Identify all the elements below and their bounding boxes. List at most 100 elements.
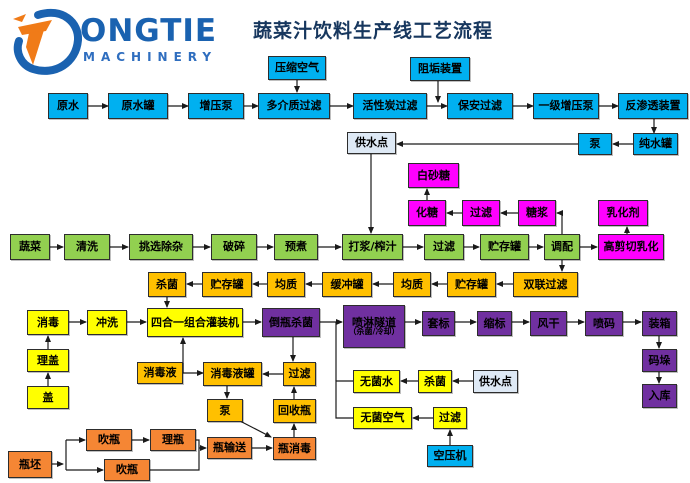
node-blow-molder-b: 吹瓶 xyxy=(104,459,150,481)
node-label: 回收瓶 xyxy=(278,404,311,418)
node-water-supply-point-1: 供水点 xyxy=(347,132,396,154)
node-label: 入库 xyxy=(648,389,671,403)
node-label: 调配 xyxy=(551,240,573,254)
node-precooking: 预煮 xyxy=(274,234,318,260)
node-emulsifier: 乳化剂 xyxy=(598,200,648,226)
node-air-compressor: 空压机 xyxy=(427,445,473,467)
page-title: 蔬菜汁饮料生产线工艺流程 xyxy=(253,20,494,42)
node-water-supply-point-2: 供水点 xyxy=(473,370,518,393)
node-sterilizer: 杀菌 xyxy=(148,272,186,297)
node-sugar-filter: 过滤 xyxy=(462,200,500,226)
node-label: 喷码 xyxy=(593,316,615,330)
node-label: 贮存罐 xyxy=(488,240,521,254)
node-high-shear-emulsifier: 高剪切乳化 xyxy=(598,234,664,260)
node-label: 打浆/榨汁 xyxy=(348,240,397,254)
node-disinfectant-pump: 泵 xyxy=(207,399,243,422)
node-label: 吹瓶 xyxy=(98,433,120,447)
node-washing: 清洗 xyxy=(64,234,110,260)
node-label: 多介质过滤 xyxy=(266,99,322,113)
node-homogenizer-a: 均质 xyxy=(393,272,431,297)
node-juice-filter: 过滤 xyxy=(424,234,464,260)
node-sterile-air: 无菌空气 xyxy=(353,407,412,429)
node-label: 化糖 xyxy=(416,206,438,220)
node-disinfectant: 消毒液 xyxy=(137,362,183,384)
node-syrup: 糖浆 xyxy=(518,200,556,226)
node-label: 套标 xyxy=(427,316,450,330)
node-label: 均质 xyxy=(401,277,423,291)
node-warehouse: 入库 xyxy=(642,384,677,408)
node-label: 理瓶 xyxy=(162,433,184,447)
node-caps: 盖 xyxy=(27,386,69,409)
node-label: 缓冲罐 xyxy=(330,277,364,291)
node-pure-water-pump: 泵 xyxy=(578,133,612,155)
node-air-filter: 过滤 xyxy=(433,407,467,429)
node-label: 消毒液 xyxy=(143,366,177,380)
node-label: 原水罐 xyxy=(121,99,155,113)
node-label: 泵 xyxy=(219,403,231,417)
node-four-in-one-filler: 四合一组合灌装机 xyxy=(147,308,243,337)
node-label: 反渗透装置 xyxy=(625,99,681,113)
node-label: 过滤 xyxy=(439,411,461,425)
node-sleeve-labeler: 套标 xyxy=(422,311,455,336)
flow-connector xyxy=(239,420,272,438)
node-multimedia-filter: 多介质过滤 xyxy=(258,93,330,119)
node-antiscalant-device: 阻垢装置 xyxy=(410,57,470,81)
node-label: 清洗 xyxy=(76,240,98,254)
node-label: 消毒液罐 xyxy=(210,367,255,381)
node-bottle-unscrambler: 理瓶 xyxy=(150,429,196,451)
node-label: 倒瓶杀菌 xyxy=(269,315,313,329)
node-pulping-juicing: 打浆/榨汁 xyxy=(342,234,403,260)
flow-connector xyxy=(335,380,353,419)
node-label: 阻垢装置 xyxy=(418,62,462,76)
node-cap-rinse: 冲洗 xyxy=(87,310,127,335)
node-case-packer: 装箱 xyxy=(642,311,677,336)
node-label: 瓶消毒 xyxy=(278,441,311,455)
node-label: 泵 xyxy=(589,137,601,151)
logo-emblem xyxy=(13,8,82,75)
node-label: 杀菌 xyxy=(156,277,178,291)
node-label: 保安过滤 xyxy=(458,99,502,113)
node-sugar-dissolver: 化糖 xyxy=(408,200,446,226)
node-label: 乳化剂 xyxy=(606,206,640,220)
logo-subtitle: MACHINERY xyxy=(83,50,218,64)
node-label: 供水点 xyxy=(479,374,512,388)
node-sterile-water: 无菌水 xyxy=(353,370,400,393)
node-bottle-recycler: 回收瓶 xyxy=(273,399,316,423)
node-air-dryer: 风干 xyxy=(530,311,567,336)
node-label: 挑选除杂 xyxy=(139,240,183,254)
node-label: 理盖 xyxy=(37,353,59,367)
node-raw-water-tank: 原水罐 xyxy=(108,93,168,119)
node-label: 活性炭过滤 xyxy=(362,99,418,113)
flow-connector xyxy=(556,210,563,234)
node-duplex-filter: 双联过滤 xyxy=(513,272,578,297)
node-label: 高剪切乳化 xyxy=(603,240,659,254)
node-cap-unscrambler: 理盖 xyxy=(27,349,69,372)
node-label: 纯水罐 xyxy=(639,137,672,151)
node-label: 码垛 xyxy=(648,353,671,367)
node-label: 贮存罐 xyxy=(210,277,244,291)
node-label: 白砂糖 xyxy=(417,168,450,182)
node-cap-disinfection: 消毒 xyxy=(27,310,69,335)
node-label: 瓶输送 xyxy=(213,441,246,455)
node-label: 蔬菜 xyxy=(19,240,41,254)
node-bottle-conveyor: 瓶输送 xyxy=(207,437,252,459)
node-label: 杀菌 xyxy=(424,374,446,388)
node-label: 增压泵 xyxy=(199,99,233,113)
node-label: 装箱 xyxy=(648,316,671,330)
node-crushing: 破碎 xyxy=(211,234,257,260)
node-inkjet-coder: 喷码 xyxy=(585,311,623,336)
node-juice-storage-tank: 贮存罐 xyxy=(480,234,529,260)
node-label: 均质 xyxy=(275,277,297,291)
node-carbon-filter: 活性炭过滤 xyxy=(353,93,427,119)
node-label: 缩标 xyxy=(483,316,506,330)
node-label: 过滤 xyxy=(470,206,492,220)
node-buffer-tank: 缓冲罐 xyxy=(322,272,372,297)
node-shrink-labeler: 缩标 xyxy=(477,311,512,336)
node-label: 消毒 xyxy=(37,315,59,329)
logo: ONGTIE MACHINERY xyxy=(10,6,230,86)
node-label: 供水点 xyxy=(355,136,388,150)
node-label: 无菌空气 xyxy=(360,411,405,425)
node-label: 糖浆 xyxy=(526,206,548,220)
node-white-sugar: 白砂糖 xyxy=(408,163,459,188)
